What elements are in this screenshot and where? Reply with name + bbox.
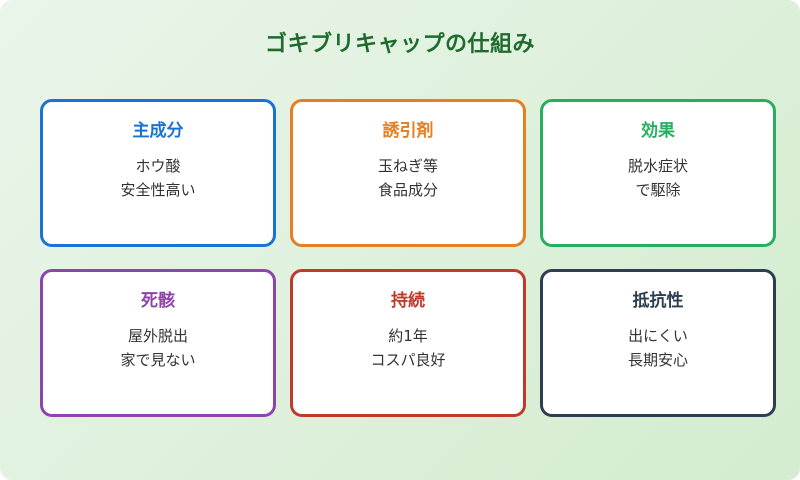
card-main-ingredient: 主成分 ホウ酸 安全性高い xyxy=(40,99,276,247)
diagram-title: ゴキブリキャップの仕組み xyxy=(264,32,535,57)
card-heading: 効果 xyxy=(641,121,675,141)
card-carcass: 死骸 屋外脱出 家で見ない xyxy=(40,269,276,417)
card-line: 長期安心 xyxy=(627,351,688,369)
card-duration: 持続 約1年 コスパ良好 xyxy=(290,269,526,417)
card-line: 玉ねぎ等 xyxy=(377,157,438,175)
card-effect: 効果 脱水症状 で駆除 xyxy=(540,99,776,247)
card-body: 脱水症状 で駆除 xyxy=(543,154,773,202)
card-body: 玉ねぎ等 食品成分 xyxy=(293,154,523,202)
card-body: 約1年 コスパ良好 xyxy=(293,324,523,372)
card-line: 安全性高い xyxy=(120,181,196,199)
card-line: で駆除 xyxy=(635,181,681,199)
card-heading: 抵抗性 xyxy=(632,291,684,311)
card-line: 出にくい xyxy=(628,327,688,345)
card-heading: 主成分 xyxy=(132,121,184,141)
card-line: コスパ良好 xyxy=(370,351,446,369)
card-line: 約1年 xyxy=(388,327,428,345)
card-resistance: 抵抗性 出にくい 長期安心 xyxy=(540,269,776,417)
card-heading: 持続 xyxy=(391,291,425,311)
card-line: 食品成分 xyxy=(377,181,438,199)
card-line: 屋外脱出 xyxy=(127,327,188,345)
card-heading: 死骸 xyxy=(141,291,175,311)
card-line: ホウ酸 xyxy=(135,157,181,175)
card-line: 家で見ない xyxy=(120,351,196,369)
card-body: 出にくい 長期安心 xyxy=(543,324,773,372)
card-attractant: 誘引剤 玉ねぎ等 食品成分 xyxy=(290,99,526,247)
card-body: 屋外脱出 家で見ない xyxy=(43,324,273,372)
card-heading: 誘引剤 xyxy=(382,121,434,141)
card-body: ホウ酸 安全性高い xyxy=(43,154,273,202)
card-line: 脱水症状 xyxy=(627,157,688,175)
